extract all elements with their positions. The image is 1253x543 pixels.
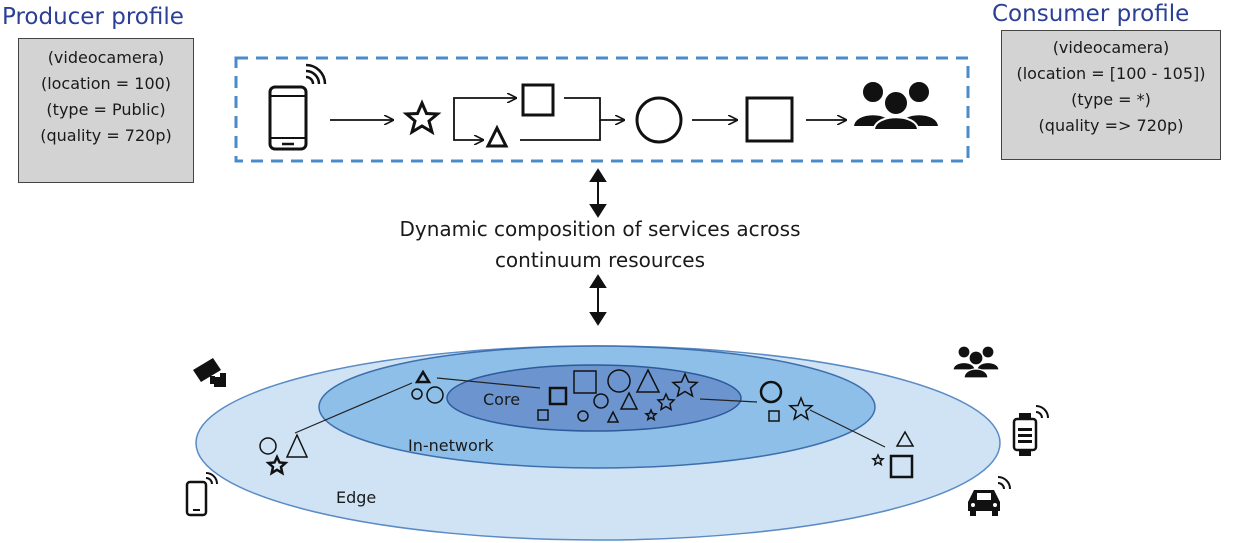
core-services xyxy=(537,368,699,423)
smartphone-icon xyxy=(185,472,218,517)
users-group-icon xyxy=(851,80,941,131)
connector-line xyxy=(520,120,601,141)
producer-line: (location = 100) xyxy=(40,74,172,93)
double-arrow-icon xyxy=(589,168,607,218)
circle-icon xyxy=(635,96,683,144)
consumer-line: (quality => 720p) xyxy=(1038,116,1184,135)
consumer-profile-box: (videocamera) (location = [100 - 105]) (… xyxy=(1001,30,1221,160)
double-arrow-icon xyxy=(589,274,607,326)
producer-profile-box: (videocamera) (location = 100) (type = P… xyxy=(18,38,194,183)
consumer-line: (videocamera) xyxy=(1052,38,1170,57)
producer-profile-title: Producer profile xyxy=(2,4,184,30)
consumer-profile-title: Consumer profile xyxy=(992,1,1190,27)
edge-label: Edge xyxy=(336,488,377,507)
composition-caption: Dynamic composition of services across c… xyxy=(330,214,870,276)
caption-line: continuum resources xyxy=(494,248,706,272)
smartphone-icon xyxy=(268,63,327,151)
edge-services xyxy=(259,430,915,479)
producer-line: (type = Public) xyxy=(46,100,166,119)
service-pipeline-box xyxy=(234,56,970,163)
arrow xyxy=(453,123,483,140)
consumer-line: (type = *) xyxy=(1071,90,1151,109)
innetwork-label: In-network xyxy=(408,436,494,455)
triangle-icon xyxy=(485,124,509,148)
square-icon xyxy=(745,96,794,143)
star-icon xyxy=(402,99,442,136)
square-icon xyxy=(521,83,555,117)
consumer-line: (location = [100 - 105]) xyxy=(1016,64,1206,83)
producer-line: (quality = 720p) xyxy=(40,126,172,145)
connected-car-icon xyxy=(968,476,1011,516)
smartwatch-icon xyxy=(1012,405,1049,456)
producer-line: (videocamera) xyxy=(47,48,165,67)
security-camera-icon xyxy=(193,358,226,387)
arrow xyxy=(564,97,624,120)
innetwork-services xyxy=(411,369,814,422)
caption-line: Dynamic composition of services across xyxy=(399,217,801,241)
core-label: Core xyxy=(483,390,521,409)
network-links xyxy=(294,377,886,448)
users-group-icon xyxy=(952,345,1000,379)
arrow xyxy=(453,98,516,123)
